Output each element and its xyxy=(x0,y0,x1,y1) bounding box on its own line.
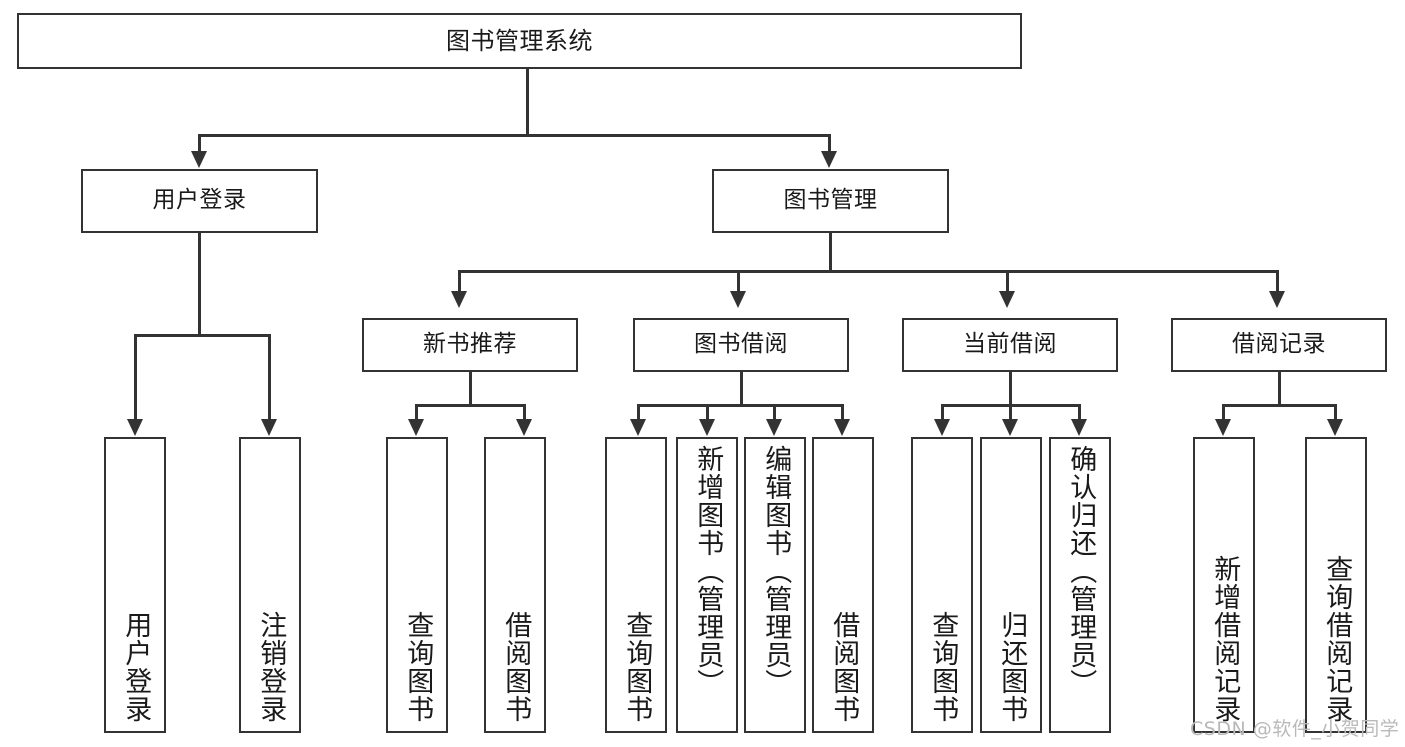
connector-bm-drop-4 xyxy=(1276,270,1279,292)
arrow-nbr-leaf-1 xyxy=(408,419,424,436)
arrow-cb-leaf-3 xyxy=(1071,419,1087,436)
node-label: 查询图书 xyxy=(927,611,959,723)
leaf-bb-add-book-admin[interactable]: 新增图书（管理员） xyxy=(676,437,738,733)
leaf-bb-query-book[interactable]: 查询图书 xyxy=(605,437,667,733)
leaf-br-add-record[interactable]: 新增借阅记录 xyxy=(1193,437,1255,733)
node-label: 图书管理系统 xyxy=(446,26,593,55)
node-borrow-record[interactable]: 借阅记录 xyxy=(1171,318,1387,372)
node-new-book-recommend[interactable]: 新书推荐 xyxy=(362,318,578,372)
connector-bm-drop-1 xyxy=(458,270,461,292)
connector-cb-stem xyxy=(1009,372,1012,405)
node-label: 查询借阅记录 xyxy=(1321,555,1353,723)
node-user-login[interactable]: 用户登录 xyxy=(81,169,318,233)
leaf-user-login[interactable]: 用户登录 xyxy=(104,437,166,733)
arrow-cb-leaf-2 xyxy=(1002,419,1018,436)
connector-bm-drop-2 xyxy=(737,270,740,292)
connector-book-management-stem xyxy=(829,233,832,271)
arrow-br-leaf-1 xyxy=(1215,419,1231,436)
leaf-cb-confirm-return-admin[interactable]: 确认归还（管理员） xyxy=(1049,437,1111,733)
node-label: 注销登录 xyxy=(255,611,287,723)
arrow-to-new-book-recommend xyxy=(451,291,467,308)
node-label: 图书管理 xyxy=(783,187,878,214)
node-label: 借阅图书 xyxy=(500,611,532,723)
connector-br-drop-1 xyxy=(1222,404,1225,420)
arrow-to-leaf-user-login xyxy=(127,419,143,436)
connector-nbr-drop-1 xyxy=(415,404,418,420)
connector-bm-drop-3 xyxy=(1006,270,1009,292)
connector-cb-drop-1 xyxy=(941,404,944,420)
node-label: 新书推荐 xyxy=(423,331,517,358)
arrow-to-leaf-logout xyxy=(261,419,277,436)
node-book-borrow[interactable]: 图书借阅 xyxy=(633,318,849,372)
connector-root-bus-right-drop xyxy=(828,134,831,153)
leaf-cb-return-book[interactable]: 归还图书 xyxy=(980,437,1042,733)
connector-bb-bus xyxy=(637,404,843,407)
arrow-bb-leaf-1 xyxy=(630,419,646,436)
leaf-bb-edit-book-admin[interactable]: 编辑图书（管理员） xyxy=(744,437,806,733)
connector-nbr-stem xyxy=(469,372,472,405)
node-label: 查询图书 xyxy=(402,611,434,723)
connector-book-management-bus xyxy=(458,270,1278,273)
connector-nbr-bus xyxy=(415,404,525,407)
connector-root-bus xyxy=(198,134,830,137)
connector-bb-drop-3 xyxy=(773,404,776,420)
node-label: 编辑图书（管理员） xyxy=(760,445,792,697)
arrow-to-user-login xyxy=(191,151,207,168)
connector-br-bus xyxy=(1222,404,1336,407)
node-label: 借阅图书 xyxy=(828,611,860,723)
connector-cb-drop-2 xyxy=(1009,404,1012,420)
node-book-management[interactable]: 图书管理 xyxy=(712,169,949,233)
node-label: 图书借阅 xyxy=(694,331,788,358)
connector-root-bus-left-drop xyxy=(198,134,201,153)
connector-bb-drop-2 xyxy=(706,404,709,420)
arrow-to-book-borrow xyxy=(730,291,746,308)
connector-br-stem xyxy=(1278,372,1281,405)
node-label: 确认归还（管理员） xyxy=(1065,445,1097,697)
arrow-to-current-borrow xyxy=(999,291,1015,308)
node-label: 当前借阅 xyxy=(963,331,1057,358)
arrow-cb-leaf-1 xyxy=(934,419,950,436)
leaf-cb-query-book[interactable]: 查询图书 xyxy=(911,437,973,733)
node-label: 归还图书 xyxy=(996,611,1028,723)
arrow-bb-leaf-2 xyxy=(699,419,715,436)
arrow-nbr-leaf-2 xyxy=(516,419,532,436)
arrow-bb-leaf-4 xyxy=(834,419,850,436)
connector-user-login-bus xyxy=(134,334,270,337)
node-current-borrow[interactable]: 当前借阅 xyxy=(902,318,1118,372)
node-label: 用户登录 xyxy=(152,187,247,214)
connector-user-login-drop-1 xyxy=(134,334,137,420)
node-label: 查询图书 xyxy=(621,611,653,723)
leaf-logout[interactable]: 注销登录 xyxy=(239,437,301,733)
leaf-nbr-query-book[interactable]: 查询图书 xyxy=(386,437,448,733)
leaf-nbr-borrow-book[interactable]: 借阅图书 xyxy=(484,437,546,733)
watermark: CSDN @软件_小贺同学 xyxy=(1190,718,1400,740)
connector-bb-stem xyxy=(740,372,743,405)
connector-bb-drop-1 xyxy=(637,404,640,420)
connector-bb-drop-4 xyxy=(841,404,844,420)
arrow-to-book-management xyxy=(821,151,837,168)
connector-root-stem xyxy=(526,69,529,135)
leaf-br-query-record[interactable]: 查询借阅记录 xyxy=(1305,437,1367,733)
connector-nbr-drop-2 xyxy=(523,404,526,420)
connector-user-login-stem xyxy=(198,233,201,335)
node-root-book-management-system[interactable]: 图书管理系统 xyxy=(17,13,1022,69)
node-label: 借阅记录 xyxy=(1232,331,1326,358)
node-label: 新增借阅记录 xyxy=(1209,555,1241,723)
arrow-to-borrow-record xyxy=(1269,291,1285,308)
connector-user-login-drop-2 xyxy=(268,334,271,420)
connector-cb-drop-3 xyxy=(1078,404,1081,420)
arrow-bb-leaf-3 xyxy=(766,419,782,436)
node-label: 新增图书（管理员） xyxy=(692,445,724,697)
connector-br-drop-2 xyxy=(1334,404,1337,420)
arrow-br-leaf-2 xyxy=(1327,419,1343,436)
leaf-bb-borrow-book[interactable]: 借阅图书 xyxy=(812,437,874,733)
node-label: 用户登录 xyxy=(120,611,152,723)
